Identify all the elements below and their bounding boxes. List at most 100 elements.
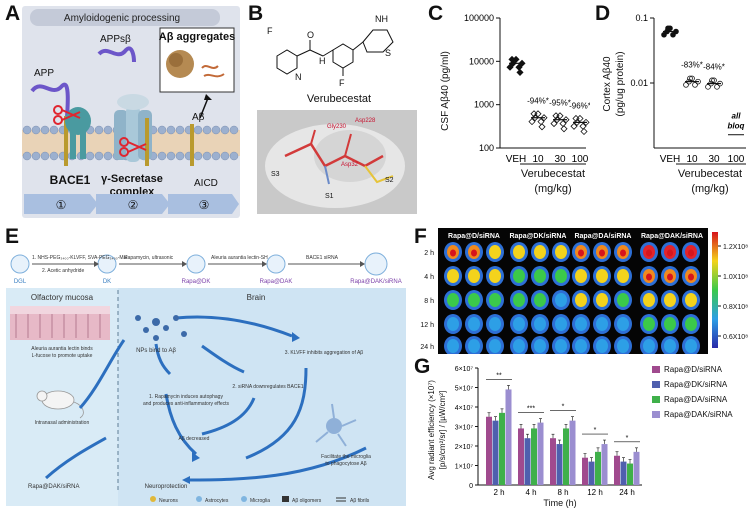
f-signal xyxy=(555,317,567,331)
aal-text-2: L-fucose to promote uptake xyxy=(32,353,93,359)
verubecestat-structure xyxy=(276,29,394,76)
decreased-label: Aβ decreased xyxy=(179,436,210,442)
g-ylabel-1: Avg radiant efficiency (×10⁷) xyxy=(427,380,436,480)
e-node-rapa-dak: Rapa@DAK xyxy=(260,279,293,285)
g-xtick-label: 24 h xyxy=(619,488,635,497)
legend-neurons: Neurons xyxy=(159,498,178,504)
f-signal xyxy=(468,269,480,283)
g-legend-label: Rapa@DK/siRNA xyxy=(664,380,728,389)
f-signal xyxy=(555,269,567,283)
c-annotation: -95%* xyxy=(549,99,571,108)
c-data-point xyxy=(531,114,539,122)
f-scale-label: 0.6X10⁸ xyxy=(723,334,748,341)
f-signal xyxy=(534,317,546,331)
c-data-point xyxy=(550,120,558,128)
atom-nh: NH xyxy=(375,14,388,24)
neuro-label: Neuroprotection xyxy=(145,484,188,490)
c-data-point xyxy=(572,114,580,123)
f-time-label: 12 h xyxy=(420,322,434,329)
g-ytick-label: 1×10⁷ xyxy=(455,464,474,471)
g-bar xyxy=(499,412,505,485)
f-signal xyxy=(575,269,587,283)
f-signal xyxy=(447,339,459,353)
g-sig-label: * xyxy=(594,427,597,434)
klvff-label: 3. KLVFF inhibits aggregation of Aβ xyxy=(285,350,364,356)
g-bar xyxy=(569,420,576,485)
f-time-label: 24 h xyxy=(420,344,434,351)
legend-icons xyxy=(150,496,346,502)
c-data-point xyxy=(518,59,526,67)
abeta-label: Aβ xyxy=(192,112,205,123)
f-signal xyxy=(513,269,525,283)
f-signal xyxy=(534,339,546,353)
f-signal xyxy=(643,339,655,353)
olfactory-label: Olfactory mucosa xyxy=(31,293,94,302)
pocket-gly230: Gly230 xyxy=(327,124,347,130)
panel-g-chart: Avg radiant efficiency (×10⁷) [p/s/cm²/s… xyxy=(427,365,733,508)
d-data-point xyxy=(673,28,679,35)
e-node-dgl: DGL xyxy=(14,279,27,285)
panel-a-diagram: Amyloidogenic processing APP BACE1 APPsβ… xyxy=(22,6,240,218)
f-hotspot xyxy=(471,249,477,257)
d-xtick-label: 10 xyxy=(686,154,698,165)
microglia-label-1: Facilitate the microglia xyxy=(321,454,371,460)
f-signal xyxy=(489,293,501,307)
step-1: ① xyxy=(56,198,67,212)
aicd-label: AICD xyxy=(194,178,218,189)
d-annotation: -84%* xyxy=(703,63,725,72)
f-signal xyxy=(555,245,567,259)
d-data-point xyxy=(692,82,698,88)
g-sig-label: * xyxy=(626,435,629,442)
atom-n: N xyxy=(295,72,302,82)
d-xtick-label: VEH xyxy=(660,154,681,165)
c-data-point xyxy=(553,116,561,124)
c-data-point xyxy=(516,68,524,76)
f-signal xyxy=(685,339,697,353)
f-signal xyxy=(447,269,459,283)
e-step2: Rapamycin, ultrasonic xyxy=(124,255,174,261)
g-ytick-label: 4×10⁷ xyxy=(455,405,474,412)
panel-letter-d: D xyxy=(595,2,611,25)
e-node-dk: DK xyxy=(103,279,111,285)
f-hotspot xyxy=(578,249,584,257)
g-bar xyxy=(582,457,588,485)
f-scale-label: 1.0X10⁸ xyxy=(723,274,748,281)
f-hotspot xyxy=(688,249,694,257)
legend-astrocytes: Astrocytes xyxy=(205,498,229,504)
g-ylabel-2: [p/s/cm²/sr] / [µW/cm²] xyxy=(438,391,447,469)
f-signal xyxy=(534,269,546,283)
c-data-point xyxy=(538,123,546,131)
g-bar xyxy=(627,463,633,485)
g-xtick-label: 4 h xyxy=(525,488,536,497)
f-signal xyxy=(447,293,459,307)
atom-s: S xyxy=(385,48,391,58)
app-label: APP xyxy=(34,68,54,79)
e-node-rapa-dk: Rapa@DK xyxy=(182,279,211,285)
g-bar xyxy=(620,461,627,485)
g-xlabel: Time (h) xyxy=(543,498,576,508)
synthesis-route xyxy=(10,252,388,276)
sirna-label: 2. siRNA downregulates BACE1 xyxy=(232,384,303,390)
d-data-point xyxy=(665,25,671,32)
legend-microglia: Microglia xyxy=(250,498,270,504)
panel-b-structure: F N O NH H S F Verubecestat Gly230 Asp22… xyxy=(257,14,417,214)
f-group-label: Rapa@DK/siRNA xyxy=(509,233,566,240)
atom-h: H xyxy=(319,56,326,66)
g-legend-swatch xyxy=(652,411,660,418)
f-hotspot xyxy=(667,249,673,257)
e-step4: BACE1 siRNA xyxy=(306,255,339,261)
c-data-point xyxy=(540,114,548,122)
legend-oligomers: Aβ oligomers xyxy=(292,498,322,504)
g-xtick-label: 8 h xyxy=(557,488,568,497)
f-hotspot xyxy=(450,249,456,257)
d-ylabel-2: (pg/ug protein) xyxy=(615,51,626,116)
g-bar xyxy=(595,451,601,485)
pocket-asp228: Asp228 xyxy=(355,118,376,124)
f-signal xyxy=(513,317,525,331)
f-signal xyxy=(513,339,525,353)
f-signal xyxy=(617,293,629,307)
c-group-label: Verubecestat xyxy=(521,168,585,180)
d-data-point xyxy=(714,84,720,90)
